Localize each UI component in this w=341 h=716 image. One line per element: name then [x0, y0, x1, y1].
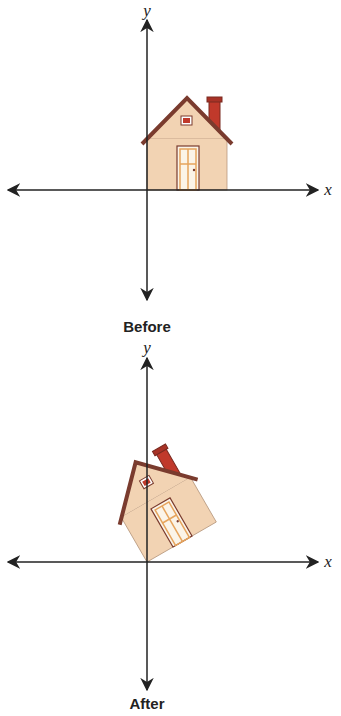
axis-label: x: [324, 553, 332, 570]
caption-label: Before: [123, 319, 171, 334]
y-axis: [146, 358, 148, 690]
y-axis: [146, 20, 148, 300]
axis-label: x: [324, 181, 332, 198]
house-after: [96, 439, 220, 565]
caption-label: After: [129, 696, 164, 711]
axis-label: y: [143, 339, 151, 356]
x-axis: [8, 189, 318, 191]
axis-label: y: [143, 2, 151, 19]
house-before: [142, 97, 232, 190]
x-axis: [8, 561, 318, 563]
